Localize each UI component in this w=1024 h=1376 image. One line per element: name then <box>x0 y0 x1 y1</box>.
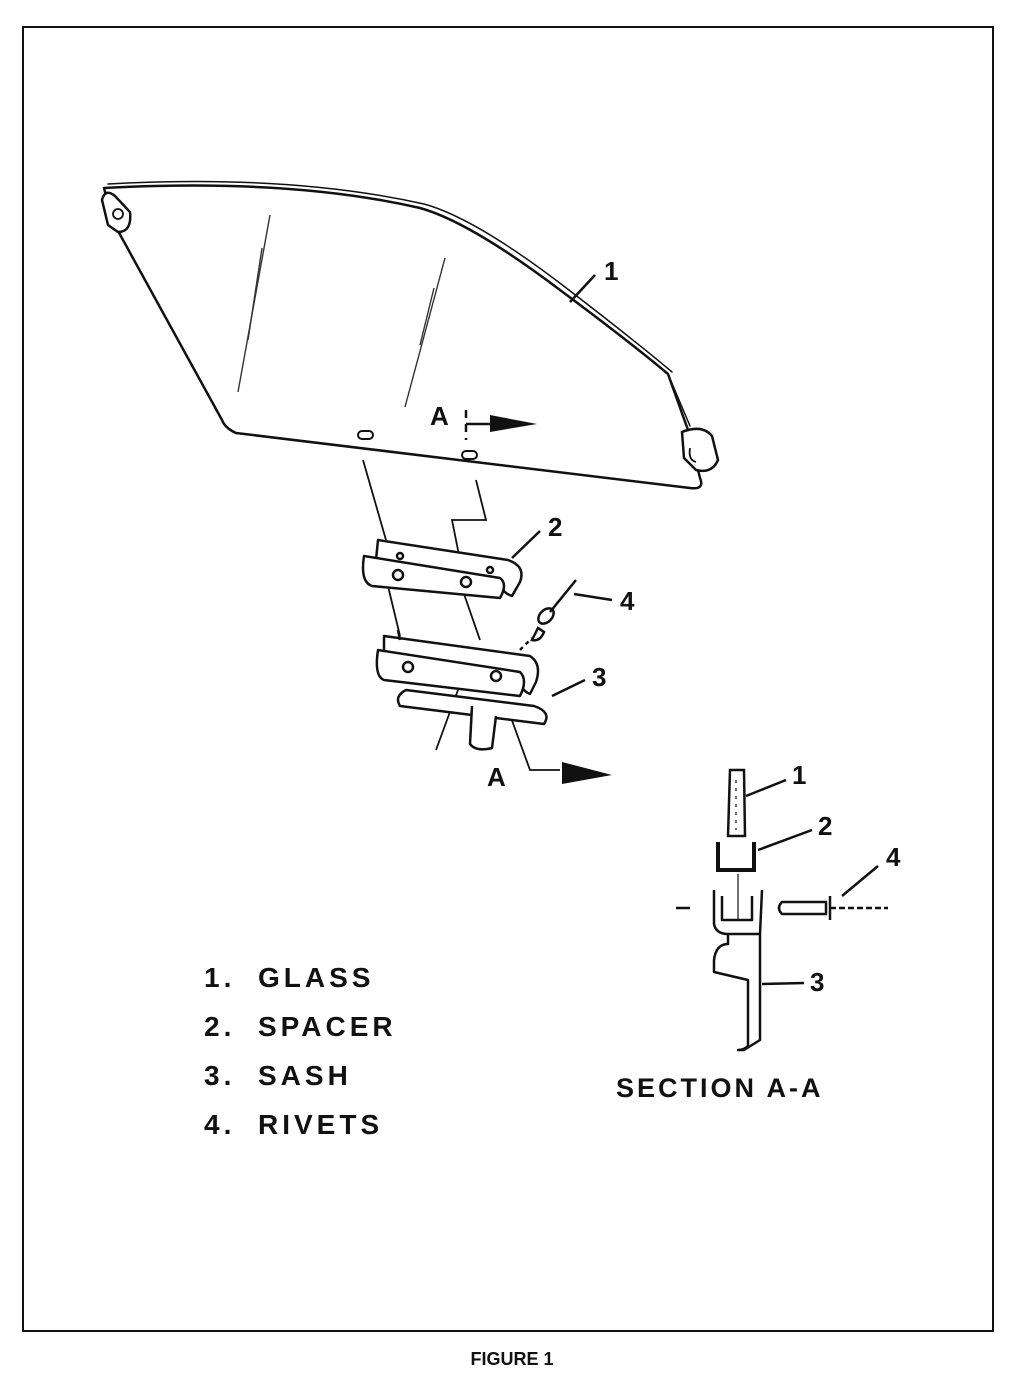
callout-spacer: 2 <box>548 512 562 542</box>
legend-item: 3. SASH <box>204 1056 397 1105</box>
leader-rivets <box>573 592 613 602</box>
section-arrow-bottom <box>562 762 612 784</box>
legend-item: 4. RIVETS <box>204 1105 397 1154</box>
sash-part <box>375 629 548 751</box>
leader-sash <box>551 678 586 698</box>
glass-bracket-left <box>100 191 132 234</box>
rivet-part <box>519 579 577 651</box>
section-arrow-top <box>464 410 537 440</box>
figure-caption: FIGURE 1 <box>470 1349 554 1369</box>
legend-item: 1. GLASS <box>204 958 397 1007</box>
legend-label: SASH <box>258 1060 352 1091</box>
leader-glass <box>569 274 596 303</box>
section-sash <box>712 874 764 1052</box>
section-rivet <box>676 896 888 920</box>
section-title: SECTION A-A <box>616 1073 824 1103</box>
legend-number: 1. <box>204 962 236 993</box>
spacer-part <box>361 538 523 600</box>
legend-item: 2. SPACER <box>204 1007 397 1056</box>
legend-number: 4. <box>204 1109 236 1140</box>
leader-spacer <box>511 530 541 559</box>
glass-slots <box>357 430 478 460</box>
glass-panel <box>102 180 703 490</box>
section-spacer <box>716 842 756 872</box>
section-callout-rivets: 4 <box>886 842 901 872</box>
legend-label: RIVETS <box>258 1109 384 1140</box>
glass-glare-lines <box>237 214 446 408</box>
section-callout-spacer: 2 <box>818 811 832 841</box>
section-leader-rivets <box>841 865 879 897</box>
section-leader-spacer <box>757 828 813 852</box>
explode-lines <box>362 459 560 771</box>
legend-label: SPACER <box>258 1011 397 1042</box>
section-callout-sash: 3 <box>810 967 824 997</box>
figure-border <box>22 26 994 1332</box>
callout-rivets: 4 <box>620 586 635 616</box>
section-leader-glass <box>745 778 787 798</box>
callout-sash: 3 <box>592 662 606 692</box>
section-label-top: A <box>430 401 449 431</box>
section-callout-glass: 1 <box>792 760 806 790</box>
section-glass <box>726 768 747 838</box>
callout-glass: 1 <box>604 256 618 286</box>
legend-number: 3. <box>204 1060 236 1091</box>
glass-bracket-right <box>680 427 720 473</box>
legend-label: GLASS <box>258 962 375 993</box>
parts-legend: 1. GLASS 2. SPACER 3. SASH 4. RIVETS <box>204 958 397 1154</box>
section-leader-sash <box>761 981 805 986</box>
legend-number: 2. <box>204 1011 236 1042</box>
section-label-bottom: A <box>487 762 506 792</box>
